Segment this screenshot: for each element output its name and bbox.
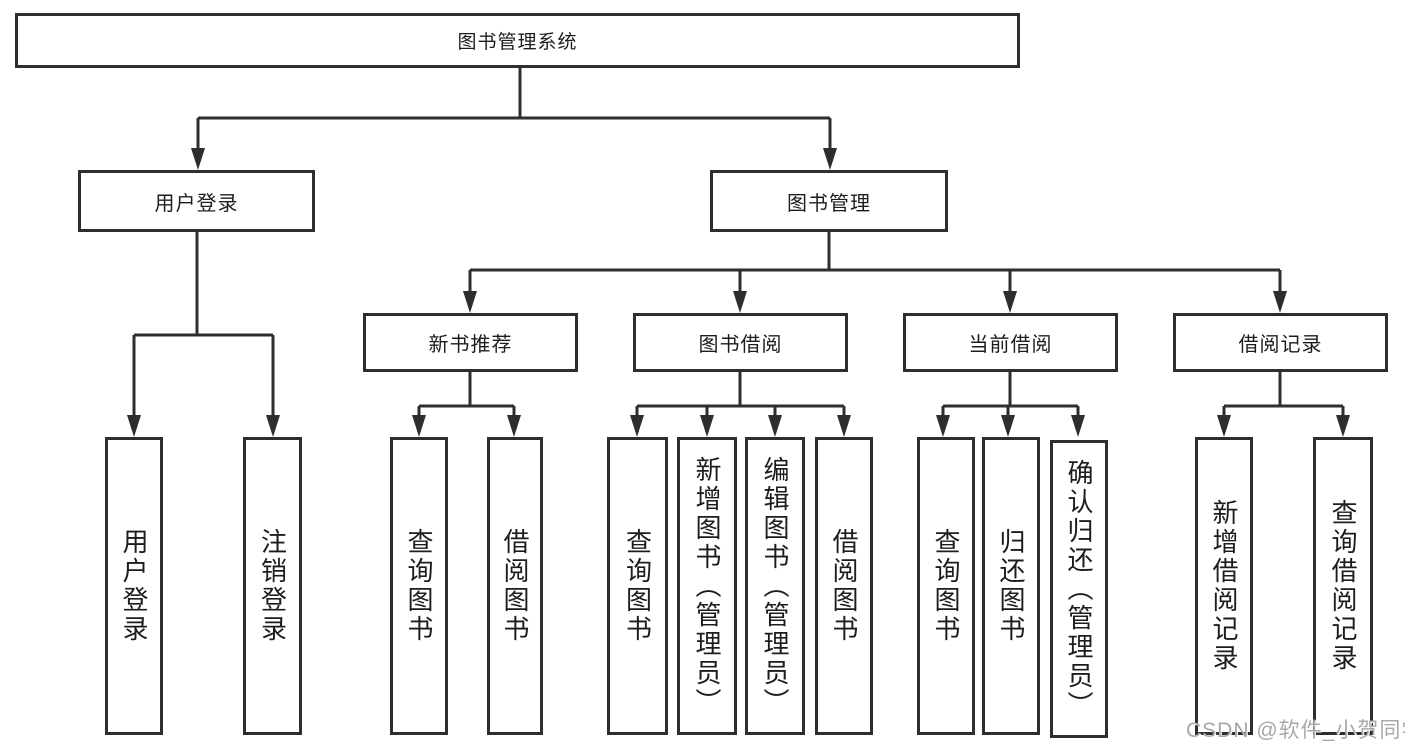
node-new-book-recommendation: 新书推荐 <box>363 313 578 372</box>
leaf-cb-confirm-return-admin: 确认归还（管理员） <box>1050 440 1108 738</box>
node-borrowing-records: 借阅记录 <box>1173 313 1388 372</box>
node-book-borrowing: 图书借阅 <box>633 313 848 372</box>
leaf-bb-add-books-admin: 新增图书（管理员） <box>677 437 737 735</box>
leaf-bb-borrow-books: 借阅图书 <box>815 437 873 735</box>
leaf-nbr-borrow-books: 借阅图书 <box>487 437 543 735</box>
leaf-nbr-query-books: 查询图书 <box>390 437 448 735</box>
leaf-br-add-record: 新增借阅记录 <box>1195 437 1253 735</box>
leaf-bb-query-books: 查询图书 <box>607 437 668 735</box>
node-book-management: 图书管理 <box>710 170 948 232</box>
leaf-cb-return-books: 归还图书 <box>982 437 1040 735</box>
node-root: 图书管理系统 <box>15 13 1020 68</box>
leaf-br-query-record: 查询借阅记录 <box>1313 437 1373 735</box>
leaf-user-login: 用户登录 <box>105 437 163 735</box>
leaf-cb-query-books: 查询图书 <box>917 437 975 735</box>
node-current-borrowing: 当前借阅 <box>903 313 1118 372</box>
leaf-bb-edit-books-admin: 编辑图书（管理员） <box>745 437 805 735</box>
leaf-logout: 注销登录 <box>243 437 302 735</box>
node-user-login: 用户登录 <box>78 170 315 232</box>
watermark: CSDN @软件_小贺同学 <box>1186 719 1405 742</box>
arrowheads <box>127 148 1350 437</box>
